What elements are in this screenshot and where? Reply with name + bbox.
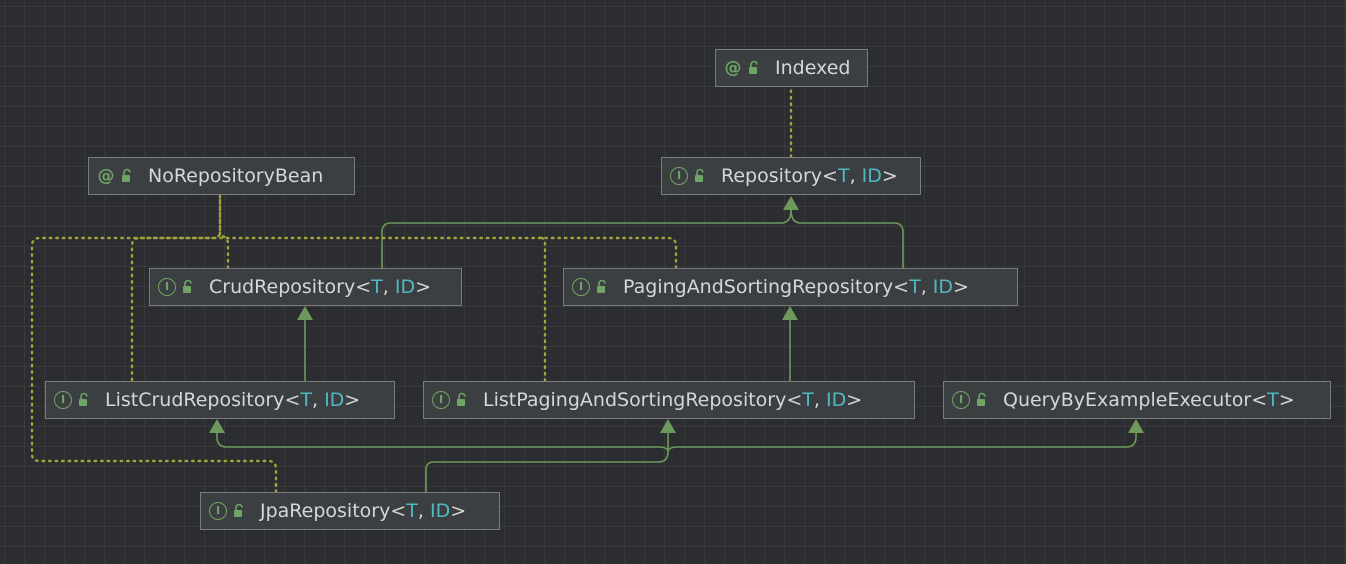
inheritance-arrowhead xyxy=(209,419,225,433)
type-name: Indexed xyxy=(775,57,851,79)
generic-bracket: < xyxy=(390,500,407,522)
node-label: NoRepositoryBean xyxy=(148,165,323,187)
annotation-edge xyxy=(30,194,278,494)
inheritance-arrowhead xyxy=(1128,419,1144,433)
node-label: PagingAndSortingRepository<T, ID> xyxy=(623,276,969,298)
type-name: ListCrudRepository xyxy=(105,389,285,411)
interface-icon: I xyxy=(670,167,688,185)
annotation-edge xyxy=(535,235,547,383)
annotation-edge xyxy=(218,194,230,270)
extends-edge xyxy=(790,209,904,268)
node-norepositorybean[interactable]: @ NoRepositoryBean xyxy=(88,157,355,195)
type-parameter: ID xyxy=(429,500,451,522)
interface-icon: I xyxy=(158,278,176,296)
generic-separator: , xyxy=(920,276,933,298)
generic-bracket: > xyxy=(953,276,969,298)
type-name: CrudRepository xyxy=(209,276,356,298)
public-lock-icon xyxy=(977,392,986,406)
type-parameter: ID xyxy=(324,389,345,411)
node-listpagingandsortingrepository[interactable]: I ListPagingAndSortingRepository<T, ID> xyxy=(423,381,915,419)
type-parameter: T xyxy=(837,165,850,187)
generic-separator: , xyxy=(311,389,325,411)
type-parameter: T xyxy=(802,389,814,411)
public-lock-icon xyxy=(749,60,758,74)
node-jparepository[interactable]: I JpaRepository<T, ID> xyxy=(200,492,500,530)
inheritance-arrowhead xyxy=(297,306,313,320)
generic-bracket: < xyxy=(786,389,803,411)
type-parameter: ID xyxy=(861,165,882,187)
type-name: QueryByExampleExecutor xyxy=(1003,389,1252,411)
public-lock-icon xyxy=(183,279,192,293)
generic-separator: , xyxy=(813,389,826,411)
inheritance-arrowhead xyxy=(782,306,798,320)
generic-bracket: > xyxy=(344,389,361,411)
type-parameter: T xyxy=(371,276,383,298)
node-pagingandsortingrepository[interactable]: I PagingAndSortingRepository<T, ID> xyxy=(563,268,1018,306)
interface-icon: I xyxy=(952,391,970,409)
type-parameter: T xyxy=(406,500,418,522)
node-label: ListCrudRepository<T, ID> xyxy=(105,389,360,411)
type-name: JpaRepository xyxy=(260,500,391,522)
generic-bracket: < xyxy=(822,165,838,187)
generic-bracket: < xyxy=(1251,389,1268,411)
type-parameter: ID xyxy=(394,276,416,298)
public-lock-icon xyxy=(122,168,131,182)
interface-icon: I xyxy=(209,502,227,520)
annotation-icon: @ xyxy=(97,166,115,186)
node-label: ListPagingAndSortingRepository<T, ID> xyxy=(483,389,862,411)
generic-bracket: > xyxy=(1278,389,1295,411)
type-parameter: T xyxy=(300,389,312,411)
extends-edge xyxy=(216,432,669,453)
node-label: Repository<T, ID> xyxy=(721,165,898,187)
public-lock-icon xyxy=(695,168,704,182)
extends-edge xyxy=(667,432,1137,453)
node-indexed[interactable]: @ Indexed xyxy=(715,49,868,87)
generic-separator: , xyxy=(417,500,430,522)
node-label: JpaRepository<T, ID> xyxy=(260,500,466,522)
generic-bracket: > xyxy=(881,165,898,187)
extends-edge xyxy=(425,432,669,492)
generic-bracket: < xyxy=(893,276,910,298)
generic-bracket: > xyxy=(846,389,863,411)
node-listcrudrepository[interactable]: I ListCrudRepository<T, ID> xyxy=(45,381,395,419)
type-name: ListPagingAndSortingRepository xyxy=(483,389,787,411)
type-parameter: ID xyxy=(826,389,847,411)
type-name: PagingAndSortingRepository xyxy=(623,276,894,298)
public-lock-icon xyxy=(597,279,606,293)
inheritance-arrowhead xyxy=(783,196,799,210)
node-crudrepository[interactable]: I CrudRepository<T, ID> xyxy=(149,268,462,306)
generic-bracket: < xyxy=(284,389,301,411)
node-repository[interactable]: I Repository<T, ID> xyxy=(661,157,921,195)
node-label: Indexed xyxy=(775,57,850,79)
type-name: Repository xyxy=(721,165,823,187)
node-querybyexampleexecutor[interactable]: I QueryByExampleExecutor<T> xyxy=(943,381,1331,419)
annotation-icon: @ xyxy=(724,58,742,78)
type-parameter: T xyxy=(909,276,921,298)
public-lock-icon xyxy=(79,392,88,406)
type-name: NoRepositoryBean xyxy=(148,165,324,187)
interface-icon: I xyxy=(572,278,590,296)
generic-separator: , xyxy=(849,165,862,187)
generic-separator: , xyxy=(382,276,395,298)
public-lock-icon xyxy=(457,392,466,406)
extends-edge xyxy=(381,209,792,268)
type-parameter: T xyxy=(1267,389,1279,411)
inheritance-arrowhead xyxy=(660,419,676,433)
interface-icon: I xyxy=(54,391,72,409)
public-lock-icon xyxy=(234,503,243,517)
interface-icon: I xyxy=(432,391,450,409)
node-label: QueryByExampleExecutor<T> xyxy=(1003,389,1295,411)
type-parameter: ID xyxy=(932,276,954,298)
node-label: CrudRepository<T, ID> xyxy=(209,276,431,298)
generic-bracket: > xyxy=(450,500,467,522)
generic-bracket: < xyxy=(355,276,372,298)
generic-bracket: > xyxy=(415,276,431,298)
annotation-edge xyxy=(130,236,678,383)
